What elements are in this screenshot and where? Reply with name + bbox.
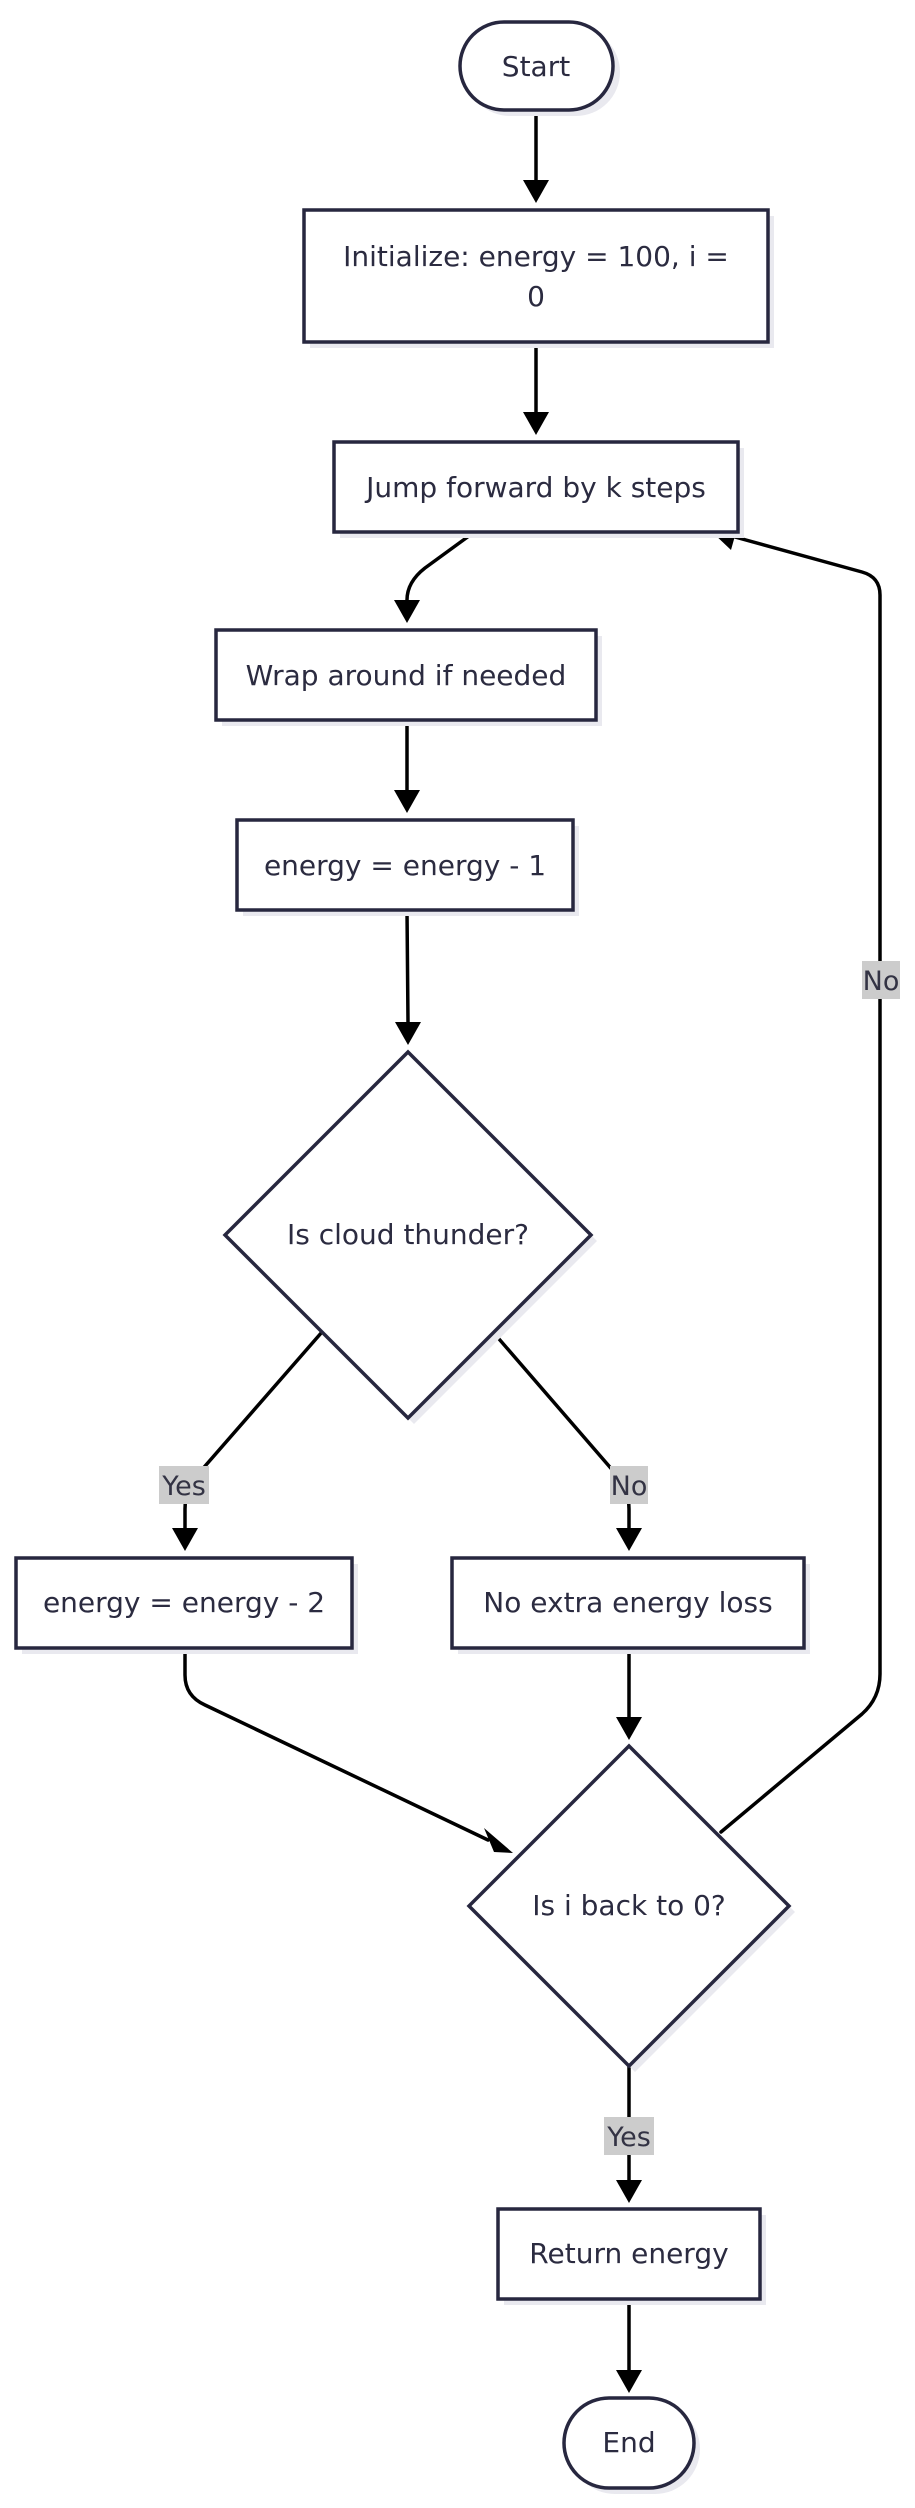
node-end: End	[562, 2396, 700, 2494]
edge-jump-to-wrap	[405, 531, 475, 602]
svg-text:No: No	[611, 1471, 648, 1502]
node-energy-minus-2: energy = energy - 2	[14, 1556, 358, 1654]
edge-energy1-to-cloud	[405, 909, 410, 1024]
node-cloud-thunder-decision: Is cloud thunder?	[222, 1049, 597, 1424]
arrowhead	[616, 2370, 642, 2393]
node-wrap-around: Wrap around if needed	[214, 628, 602, 726]
svg-text:0: 0	[527, 280, 545, 313]
svg-text:Initialize: energy = 100, i =: Initialize: energy = 100, i =	[343, 240, 729, 273]
svg-text:Wrap around if needed: Wrap around if needed	[246, 659, 567, 692]
edge-label-back-no: No	[862, 961, 900, 999]
node-jump-forward: Jump forward by k steps	[332, 440, 744, 538]
arrowhead	[395, 1022, 421, 1045]
edge-label-back-yes: Yes	[604, 2117, 654, 2155]
arrowhead	[394, 600, 420, 623]
svg-text:No: No	[863, 966, 900, 997]
svg-text:Jump forward by k steps: Jump forward by k steps	[364, 471, 706, 504]
svg-text:No extra energy loss: No extra energy loss	[483, 1586, 772, 1619]
arrowhead	[523, 412, 549, 435]
edge-energy2-to-back	[183, 1645, 490, 1842]
nodes: Start Initialize: energy = 100, i = 0 Ju…	[14, 20, 810, 2494]
svg-text:energy = energy - 2: energy = energy - 2	[43, 1586, 325, 1619]
arrowhead	[394, 790, 420, 813]
svg-text:energy = energy - 1: energy = energy - 1	[264, 849, 546, 882]
node-no-extra-loss: No extra energy loss	[450, 1556, 810, 1654]
svg-text:Start: Start	[502, 50, 570, 83]
node-return-energy: Return energy	[496, 2207, 766, 2305]
arrowhead	[523, 180, 549, 203]
arrowhead	[616, 1528, 642, 1551]
edge-cloud-no	[491, 1330, 631, 1530]
arrowhead	[172, 1528, 198, 1551]
node-energy-minus-1: energy = energy - 1	[235, 818, 579, 916]
node-initialize: Initialize: energy = 100, i = 0	[302, 208, 774, 348]
svg-text:Is i back to 0?: Is i back to 0?	[532, 1889, 726, 1922]
svg-text:Is cloud thunder?: Is cloud thunder?	[287, 1218, 529, 1251]
arrowhead	[616, 1717, 642, 1740]
edge-label-cloud-yes: Yes	[159, 1466, 209, 1504]
node-back-to-zero-decision: Is i back to 0?	[466, 1743, 795, 2072]
arrowhead	[616, 2180, 642, 2203]
arrowhead	[484, 1828, 513, 1853]
edge-back-no-loop	[719, 535, 882, 1834]
svg-text:Yes: Yes	[606, 2122, 651, 2153]
edge-label-cloud-no: No	[610, 1466, 648, 1504]
svg-text:End: End	[602, 2426, 655, 2459]
svg-text:Return energy: Return energy	[529, 2237, 728, 2270]
edge-labels: Yes No No Yes	[159, 961, 900, 2155]
node-start: Start	[458, 20, 620, 116]
svg-text:Yes: Yes	[161, 1471, 206, 1502]
